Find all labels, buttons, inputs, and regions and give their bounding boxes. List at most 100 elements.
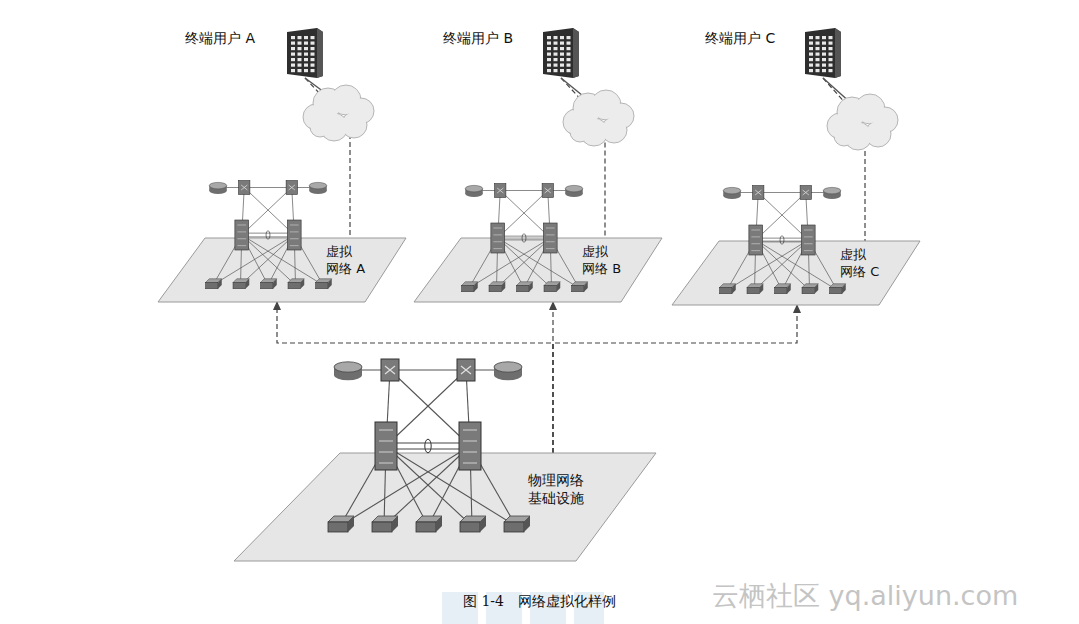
switch-body: [489, 286, 502, 292]
link-bundle: [266, 231, 270, 240]
switch-mark: [289, 185, 295, 190]
building-window: [298, 69, 302, 72]
access-switch-symbol: [416, 516, 442, 532]
switch-side: [436, 516, 442, 532]
switch-body: [749, 225, 763, 255]
switch-body: [372, 522, 392, 532]
switch-symbol: [753, 186, 764, 200]
router-top: [309, 182, 327, 189]
building-window: [547, 42, 551, 45]
building-window: [822, 47, 826, 50]
access-switch-symbol: [720, 284, 736, 294]
switch-slot: [493, 228, 502, 229]
building-window: [822, 64, 826, 67]
switch-body: [288, 283, 301, 289]
switch-side: [480, 516, 486, 532]
switch-slot: [804, 243, 813, 244]
switch-side: [328, 279, 332, 289]
access-switch-symbol: [372, 516, 398, 532]
access-switch-symbol: [489, 282, 505, 292]
virtual-network-plane: 虚拟 网络 B: [414, 238, 662, 302]
cloud-symbol: [303, 85, 374, 141]
network-illustration: [328, 359, 530, 532]
virtual-network-label: 虚拟 网络 C: [840, 247, 882, 281]
switch-side: [301, 279, 305, 289]
switch-body: [460, 522, 480, 532]
router-symbol: [334, 362, 362, 380]
router-symbol: [823, 187, 841, 199]
building-window: [547, 58, 551, 61]
switch-mark: [755, 190, 761, 195]
network-illustration: [206, 181, 332, 289]
building-window: [809, 64, 813, 67]
cloud-fill: [311, 118, 329, 136]
building-body: [543, 28, 579, 78]
building-window: [560, 53, 564, 56]
switch-slot: [546, 234, 555, 235]
building-window: [560, 69, 564, 72]
access-switch-symbol: [544, 282, 560, 292]
virtual-network-label: 虚拟 网络 B: [582, 244, 624, 278]
network-illustration: [720, 186, 846, 294]
switch-slot: [546, 241, 555, 242]
building-window: [304, 42, 308, 45]
switch-side: [246, 279, 250, 289]
network-link: [498, 238, 579, 288]
end-user-node: 终端用户 C: [705, 26, 841, 78]
switch-symbol: [381, 359, 399, 381]
switch-slot: [290, 225, 299, 226]
core-link: [498, 236, 551, 237]
cloud-fill: [835, 127, 853, 145]
building-window: [298, 36, 302, 39]
switch-body: [495, 184, 506, 198]
router-symbol: [723, 187, 741, 199]
access-switch-symbol: [747, 284, 763, 294]
access-switch-symbol: [517, 282, 533, 292]
core-link: [242, 233, 295, 234]
switch-side: [584, 282, 588, 292]
switch-side: [557, 282, 561, 292]
switch-body: [316, 283, 329, 289]
core-switch-symbol: [801, 225, 815, 255]
switch-side: [348, 516, 354, 532]
plane-surface: [672, 241, 920, 305]
end-user-label: 终端用户 B: [443, 30, 513, 48]
network-links: [213, 188, 323, 286]
building-window: [816, 58, 820, 61]
building-window: [547, 53, 551, 56]
switch-body: [542, 184, 553, 198]
building-window: [304, 47, 308, 50]
link-bundle: [522, 234, 526, 243]
switch-slot: [463, 430, 477, 431]
switch-slot: [237, 238, 246, 239]
building-icon: [805, 28, 841, 78]
building-window: [298, 42, 302, 45]
building-window: [311, 64, 315, 67]
building-window: [809, 42, 813, 45]
switch-slot: [463, 452, 477, 453]
switch-side: [502, 282, 506, 292]
access-switch-symbol: [288, 279, 304, 289]
building-window: [560, 36, 564, 39]
end-user-node: 终端用户 A: [185, 26, 323, 78]
switch-slot: [463, 463, 477, 464]
node-shape: [672, 241, 920, 305]
switch-body: [459, 422, 481, 470]
building-window: [816, 42, 820, 45]
end-user-label: 终端用户 A: [185, 30, 255, 48]
network-link: [390, 369, 466, 370]
switch-mark: [803, 190, 809, 195]
building-window: [829, 64, 833, 67]
switch-slot: [751, 243, 760, 244]
switch-slot: [751, 236, 760, 237]
building-window: [567, 42, 571, 45]
switch-body: [517, 286, 530, 292]
building-window: [304, 64, 308, 67]
building-window: [809, 47, 813, 50]
access-switch-symbol: [775, 284, 791, 294]
router-top: [465, 185, 483, 192]
core-link: [386, 449, 470, 450]
building-window: [554, 64, 558, 67]
plane-surface: [158, 238, 406, 302]
switch-slot: [237, 231, 246, 232]
